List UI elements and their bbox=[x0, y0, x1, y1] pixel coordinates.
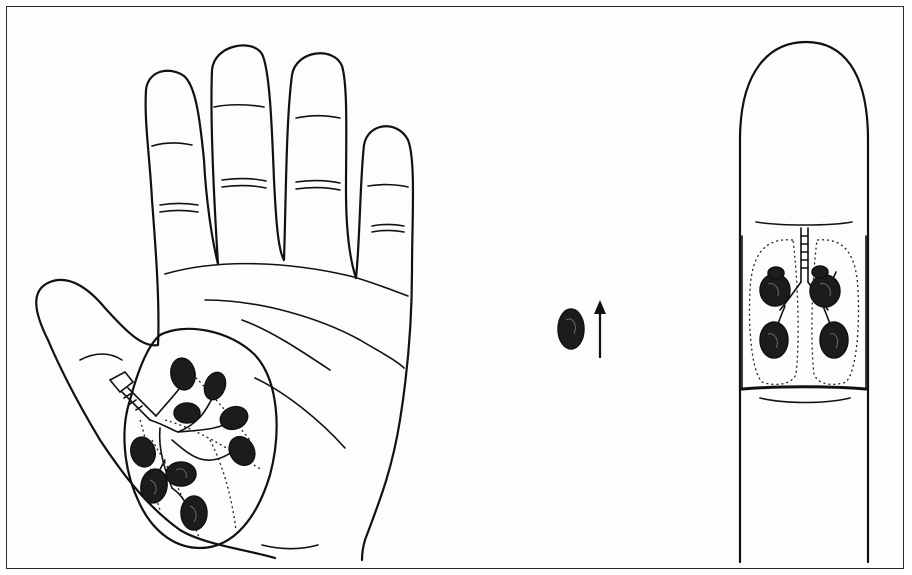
finger-left-lung bbox=[750, 240, 799, 385]
lobe bbox=[768, 267, 784, 279]
lobe bbox=[820, 322, 848, 358]
palm-lobes bbox=[128, 356, 260, 530]
lobe bbox=[166, 462, 196, 486]
hand-illustration bbox=[36, 45, 413, 560]
finger-illustration bbox=[740, 42, 868, 562]
finger-outline bbox=[740, 42, 868, 562]
finger-lobes bbox=[760, 266, 848, 358]
lobe bbox=[181, 496, 207, 530]
lobe bbox=[760, 322, 788, 358]
lobe bbox=[174, 403, 200, 423]
lobe bbox=[168, 356, 197, 392]
lobe bbox=[812, 266, 828, 278]
lobe bbox=[128, 434, 159, 469]
arrow-head-icon bbox=[594, 300, 606, 314]
marker-illustration bbox=[558, 300, 606, 358]
lobe bbox=[138, 467, 170, 505]
lobe bbox=[810, 275, 840, 307]
lobe bbox=[201, 369, 229, 402]
hand-outline bbox=[36, 45, 413, 560]
lobe bbox=[224, 432, 260, 470]
finger-right-lung bbox=[812, 240, 859, 385]
lobe-symbol bbox=[558, 309, 584, 349]
